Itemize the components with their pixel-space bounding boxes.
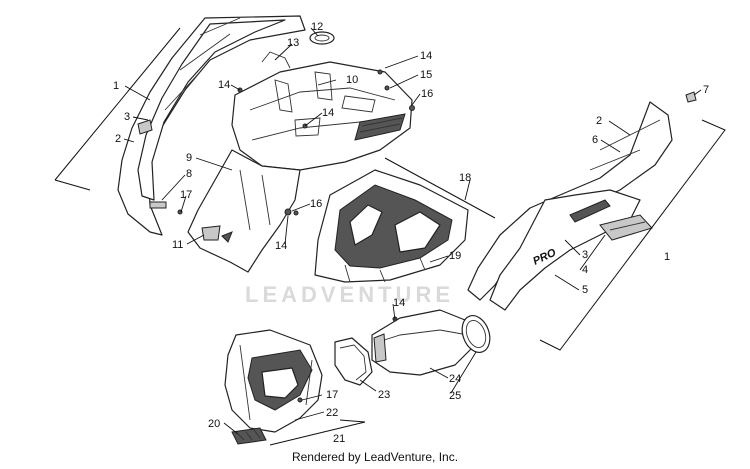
- callout-2-left: 2: [115, 133, 121, 145]
- callouts: 1 3 2 8 17 9 11 12 13 10 14 14 14 15 16 …: [113, 21, 709, 445]
- callout-7: 7: [703, 84, 709, 96]
- callout-1-left: 1: [113, 80, 119, 92]
- callout-20: 20: [208, 418, 220, 430]
- callout-14-a: 14: [218, 79, 230, 91]
- callout-13: 13: [287, 37, 299, 49]
- callout-23: 23: [378, 389, 390, 401]
- callout-16-upper: 16: [421, 88, 433, 100]
- callout-3-left: 3: [124, 111, 130, 123]
- callout-14-c: 14: [420, 50, 432, 62]
- callout-10: 10: [346, 74, 358, 86]
- leader-lines: [123, 27, 702, 435]
- callout-25: 25: [449, 390, 461, 402]
- callout-9: 9: [186, 152, 192, 164]
- watermark: LEADVENTURE: [245, 282, 454, 307]
- callout-2-right: 2: [596, 115, 602, 127]
- callout-6: 6: [592, 134, 598, 146]
- right-side-panel: PRO: [467, 91, 697, 311]
- callout-21: 21: [333, 433, 345, 445]
- callout-17-lower: 17: [326, 389, 338, 401]
- callout-12: 12: [311, 21, 323, 33]
- hood-console: [231, 31, 413, 171]
- callout-5: 5: [582, 284, 588, 296]
- front-nose: [187, 149, 301, 273]
- callout-15: 15: [420, 69, 432, 81]
- intake-duct: [334, 309, 491, 386]
- callout-8: 8: [186, 168, 192, 180]
- fasteners: [177, 69, 415, 403]
- callout-3-right: 3: [582, 249, 588, 261]
- callout-24: 24: [449, 373, 461, 385]
- callout-1-right: 1: [664, 251, 670, 263]
- callout-19: 19: [449, 250, 461, 262]
- lower-bezel: [224, 329, 323, 445]
- callout-14-d: 14: [275, 240, 287, 252]
- storage-tray: [314, 169, 469, 283]
- callout-4: 4: [582, 264, 588, 276]
- bracket-21: [269, 419, 366, 446]
- callout-14-e: 14: [393, 297, 405, 309]
- callout-22: 22: [326, 407, 338, 419]
- left-side-panel: [117, 15, 306, 236]
- bracket-1-left: [54, 27, 181, 191]
- callout-11: 11: [172, 239, 183, 251]
- callout-16-lower: 16: [310, 198, 322, 210]
- bracket-18: [384, 157, 496, 219]
- credit-text: Rendered by LeadVenture, Inc.: [291, 450, 459, 464]
- bracket-1-right: [539, 119, 726, 351]
- callout-17-upper: 17: [180, 189, 192, 201]
- callout-14-b: 14: [322, 107, 334, 119]
- callout-18: 18: [459, 172, 471, 184]
